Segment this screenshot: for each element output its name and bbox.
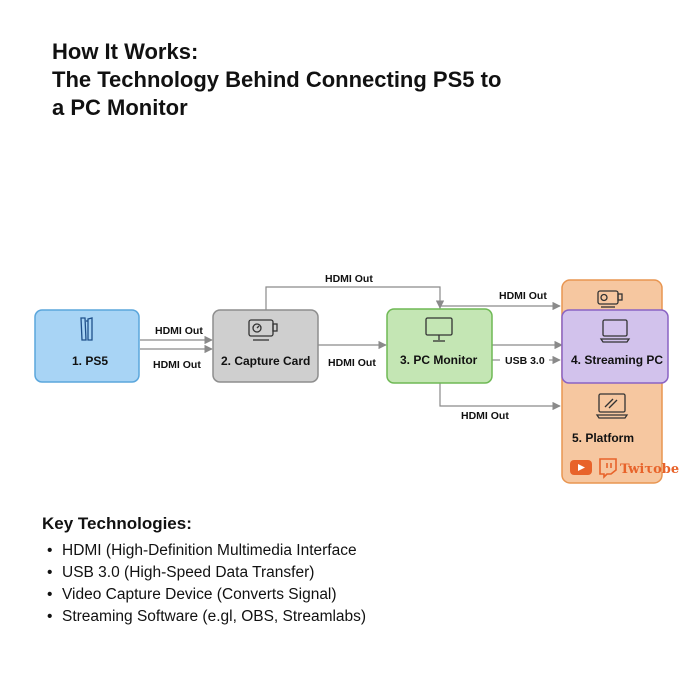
- capture-card-label: 2. Capture Card: [221, 354, 310, 368]
- edge-label-ps5-top: HDMI Out: [155, 325, 203, 337]
- monitor-label: 3. PC Monitor: [400, 353, 478, 367]
- monitor-icon: [425, 317, 453, 342]
- streaming-pc-node: [561, 309, 669, 384]
- edge-label-usb: USB 3.0: [505, 355, 545, 367]
- key-item: HDMI (High-Definition Multimedia Interfa…: [42, 540, 366, 562]
- twitch-icon: [599, 458, 617, 479]
- edge-label-ps5-bottom: HDMI Out: [153, 359, 201, 371]
- edge-capture-top-loop: [265, 286, 445, 310]
- key-heading: Key Technologies:: [42, 514, 192, 533]
- platform-logo-text: Twiτobe: [620, 462, 679, 477]
- key-item: Streaming Software (e.gl, OBS, Streamlab…: [42, 606, 366, 628]
- title-line-2: The Technology Behind Connecting PS5 to: [52, 67, 502, 92]
- ps5-node: [34, 309, 140, 383]
- key-item: Video Capture Device (Converts Signal): [42, 584, 366, 606]
- youtube-icon: [570, 460, 592, 475]
- laptop-icon: [595, 393, 629, 419]
- edge-label-capture-loop: HDMI Out: [325, 273, 373, 285]
- monitor-node: [386, 308, 493, 384]
- title-line-3: a PC Monitor: [52, 95, 188, 120]
- platform-label: 5. Platform: [572, 431, 634, 445]
- edge-monitor-bottom: [439, 382, 561, 411]
- ps5-console-icon: [80, 317, 93, 341]
- capture-card-node: [212, 309, 319, 383]
- edge-label-capture-monitor: HDMI Out: [328, 357, 376, 369]
- edge-label-monitor-top: HDMI Out: [499, 290, 547, 302]
- laptop-icon: [599, 319, 631, 343]
- capture-card-icon: [597, 290, 623, 308]
- key-technologies: Key Technologies: HDMI (High-Definition …: [42, 514, 366, 628]
- edge-label-monitor-bottom: HDMI Out: [461, 410, 509, 422]
- capture-card-icon: [248, 319, 278, 341]
- key-list: HDMI (High-Definition Multimedia Interfa…: [42, 540, 366, 628]
- streaming-pc-label: 4. Streaming PC: [571, 353, 663, 367]
- key-item: USB 3.0 (High-Speed Data Transfer): [42, 562, 366, 584]
- page-title: How It Works: The Technology Behind Conn…: [52, 38, 501, 122]
- title-line-1: How It Works:: [52, 39, 199, 64]
- ps5-label: 1. PS5: [72, 354, 108, 368]
